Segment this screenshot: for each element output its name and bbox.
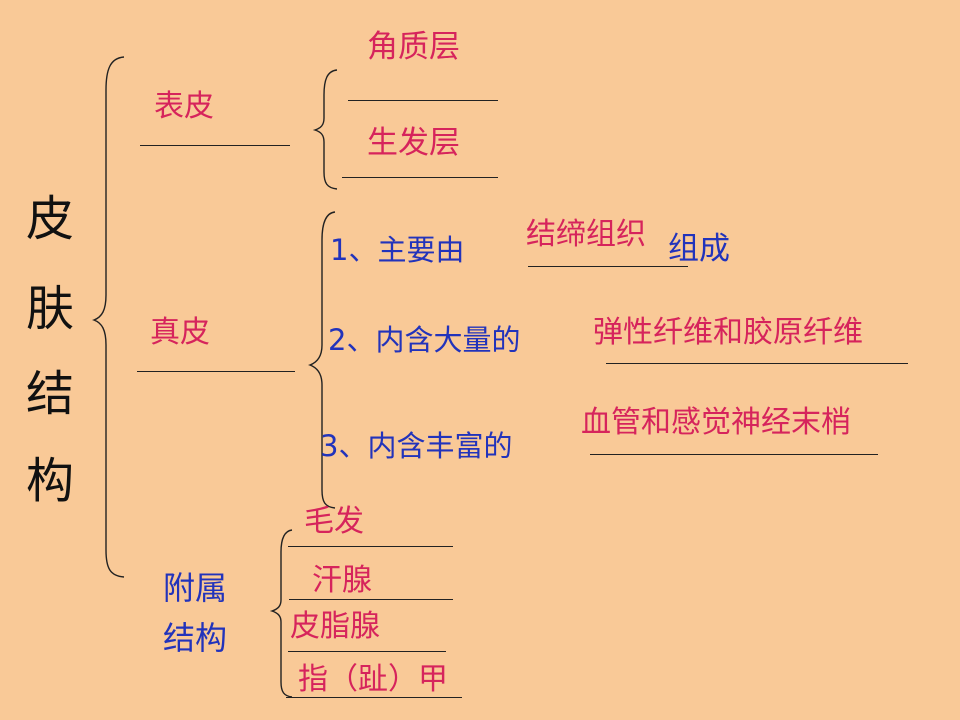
epidermis-label: 表皮 <box>154 89 214 124</box>
dermis-brace <box>308 211 336 509</box>
appendage-hair-blank <box>288 546 453 547</box>
dermis-item-2-prefix: 2、内含大量的 <box>328 323 521 357</box>
layer-2-blank <box>342 177 498 178</box>
dermis-label: 真皮 <box>150 315 210 350</box>
appendage-nail: 指（趾）甲 <box>298 662 448 697</box>
title-char-1: 皮 <box>26 191 75 247</box>
appendage-hair: 毛发 <box>304 504 364 539</box>
appendage-brace <box>269 529 293 698</box>
appendage-sebaceous-gland: 皮脂腺 <box>290 609 380 644</box>
title-char-2: 肤 <box>26 281 75 337</box>
dermis-item-1-prefix: 1、主要由 <box>330 233 465 267</box>
title-char-4: 构 <box>26 453 75 509</box>
dermis-item-2-blank <box>606 363 908 364</box>
layer-stratum-basale: 生发层 <box>367 125 460 161</box>
appendage-sebaceous-gland-blank <box>288 651 446 652</box>
main-brace <box>92 56 125 578</box>
layer-1-blank <box>348 100 498 101</box>
appendage-label-line2: 结构 <box>163 619 228 657</box>
dermis-item-3-blank <box>590 454 878 455</box>
dermis-item-3-answer: 血管和感觉神经末梢 <box>581 405 851 440</box>
layer-stratum-corneum: 角质层 <box>367 29 460 65</box>
epidermis-blank <box>140 145 290 146</box>
dermis-item-2-answer: 弹性纤维和胶原纤维 <box>593 315 863 350</box>
dermis-item-1-blank <box>528 266 688 267</box>
dermis-item-1-answer: 结缔组织 <box>526 217 646 252</box>
dermis-item-3-prefix: 3、内含丰富的 <box>320 429 513 463</box>
title-char-3: 结 <box>26 366 75 422</box>
appendage-sweat-gland-blank <box>289 599 453 600</box>
appendage-label-line1: 附属 <box>163 569 228 607</box>
epidermis-brace <box>312 69 338 190</box>
appendage-sweat-gland: 汗腺 <box>312 563 372 598</box>
dermis-item-1-suffix: 组成 <box>668 231 730 267</box>
appendage-nail-blank <box>286 697 462 698</box>
dermis-blank <box>137 371 295 372</box>
